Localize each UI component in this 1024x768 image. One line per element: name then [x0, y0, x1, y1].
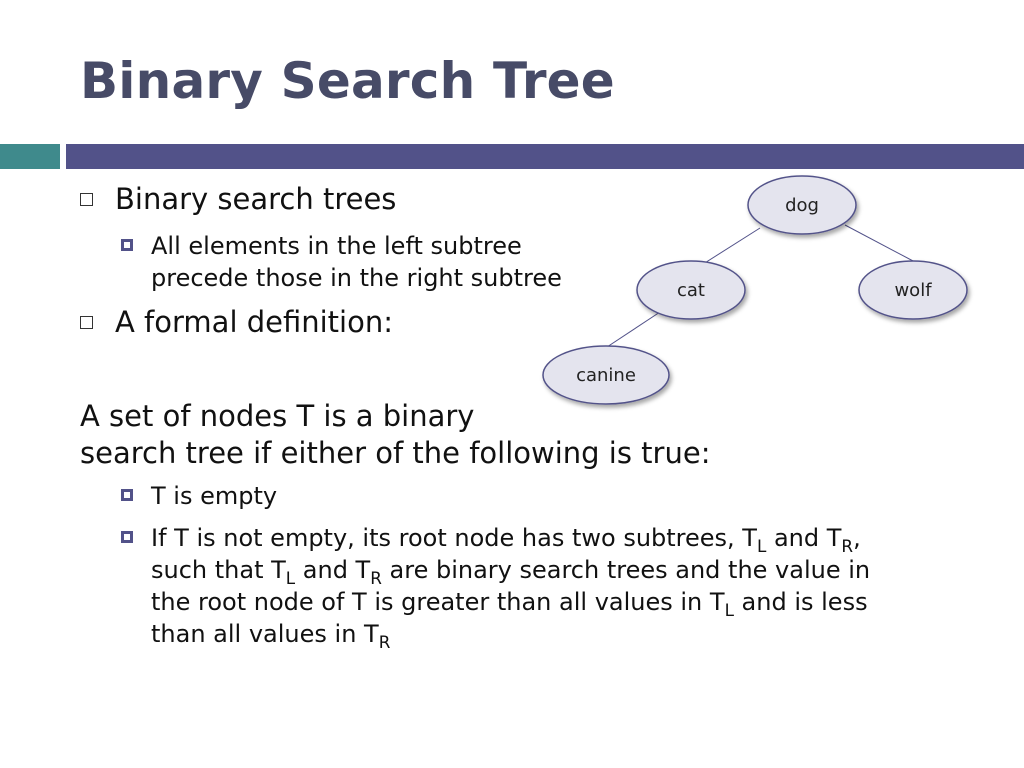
open-square-bullet-icon: [80, 192, 93, 206]
title-rule-accent: [0, 144, 60, 169]
tree-node-cat: cat: [636, 260, 746, 320]
bullet-text: A formal definition:: [115, 305, 393, 339]
sub-bullet-left-right-order: All elements in the left subtree precede…: [121, 230, 562, 294]
tree-edge-cat-canine: [606, 311, 661, 348]
filled-square-bullet-icon: [121, 239, 133, 251]
tree-edge-dog-wolf: [844, 224, 916, 263]
condition-line-3: the root node of T is greater than all v…: [151, 588, 868, 620]
sub-bullet-line-2: precede those in the right subtree: [151, 264, 562, 292]
condition-line-4: than all values in TR: [151, 620, 391, 652]
definition-line-2: search tree if either of the following i…: [80, 436, 711, 470]
condition-t-not-empty: If T is not empty, its root node has two…: [121, 522, 870, 650]
tree-node-canine: canine: [542, 345, 670, 405]
title-rule-bar: [66, 144, 1024, 169]
bullet-text: Binary search trees: [115, 182, 397, 216]
definition-paragraph: A set of nodes T is a binary search tree…: [80, 398, 710, 472]
tree-node-label: cat: [677, 280, 705, 301]
sub-bullet-line-1: All elements in the left subtree: [151, 232, 522, 260]
bullet-formal-definition: A formal definition:: [80, 305, 393, 339]
tree-node-label: canine: [576, 365, 636, 386]
tree-node-label: dog: [785, 195, 819, 216]
tree-node-dog: dog: [747, 175, 857, 235]
condition-t-is-empty: T is empty: [121, 480, 277, 512]
open-square-bullet-icon: [80, 315, 93, 329]
condition-text: T is empty: [151, 482, 278, 510]
condition-line-1: If T is not empty, its root node has two…: [151, 524, 861, 556]
slide-title: Binary Search Tree: [80, 52, 615, 110]
filled-square-bullet-icon: [121, 531, 133, 543]
tree-edge-dog-cat: [699, 227, 761, 267]
tree-node-label: wolf: [894, 280, 932, 301]
definition-line-1: A set of nodes T is a binary: [80, 399, 475, 433]
bullet-binary-search-trees: Binary search trees: [80, 182, 396, 216]
condition-line-2: such that TL and TR are binary search tr…: [151, 556, 871, 588]
filled-square-bullet-icon: [121, 489, 133, 501]
tree-node-wolf: wolf: [858, 260, 968, 320]
